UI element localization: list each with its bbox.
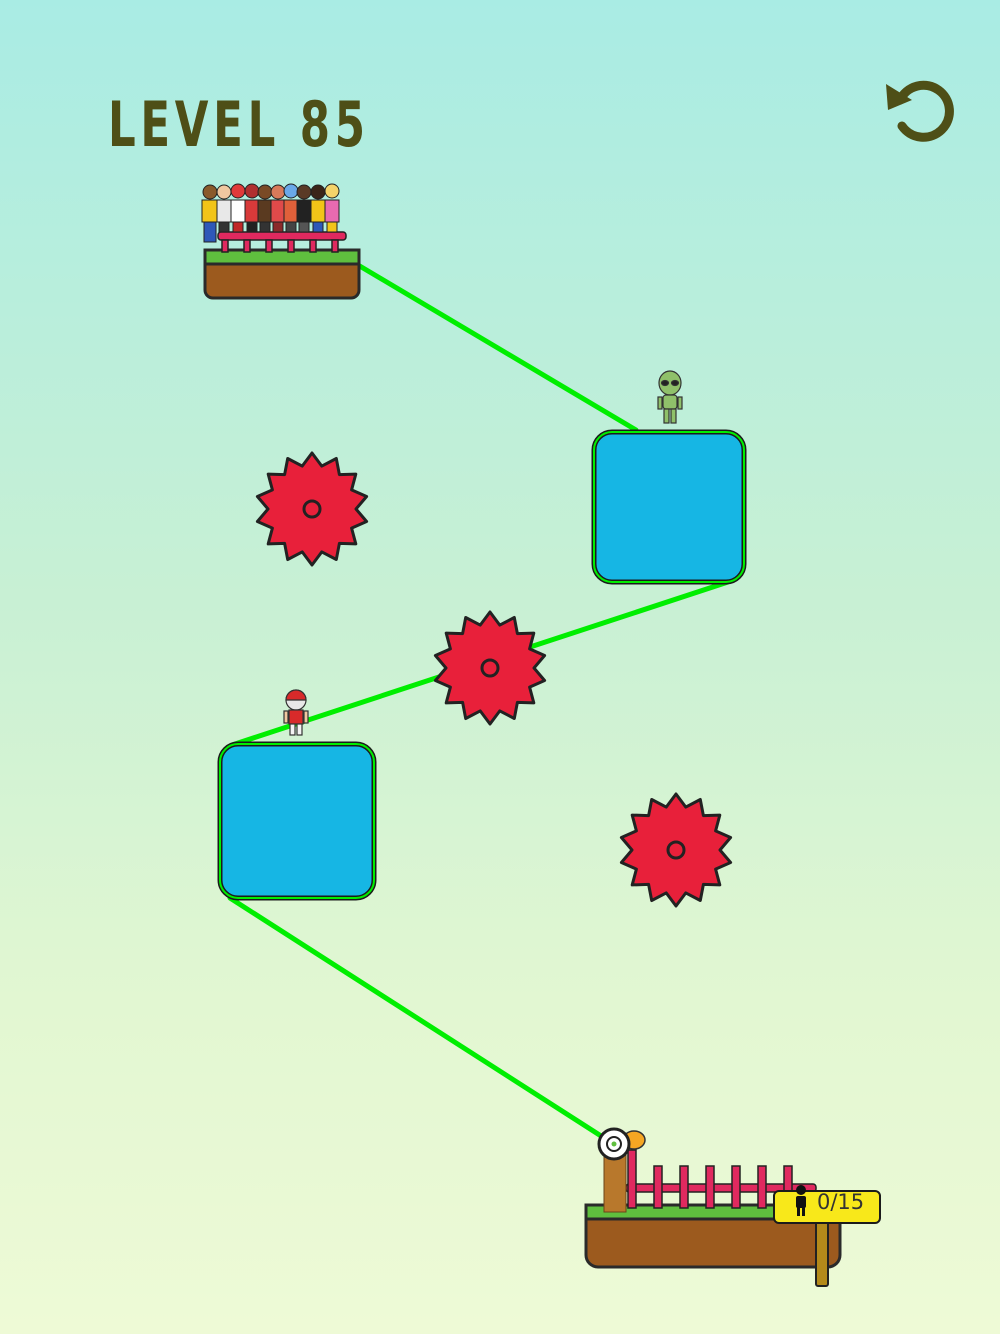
alien-character	[657, 370, 683, 424]
rescued-counter: 0/15	[773, 1185, 881, 1224]
blue-block[interactable]	[591, 429, 747, 585]
level-title: LEVEL 85	[108, 88, 370, 161]
restart-icon	[886, 80, 954, 142]
football-player-character	[283, 689, 309, 736]
counter-text: 0/15	[817, 1190, 865, 1214]
start-platform	[201, 183, 361, 300]
saw-blade	[433, 610, 547, 726]
restart-button[interactable]	[880, 70, 956, 146]
person-icon	[796, 1185, 806, 1216]
pulley-icon	[597, 1127, 631, 1161]
saw-blade	[255, 451, 369, 567]
crowd	[201, 183, 340, 243]
saw-blade	[619, 792, 733, 908]
blue-block[interactable]	[217, 741, 377, 901]
